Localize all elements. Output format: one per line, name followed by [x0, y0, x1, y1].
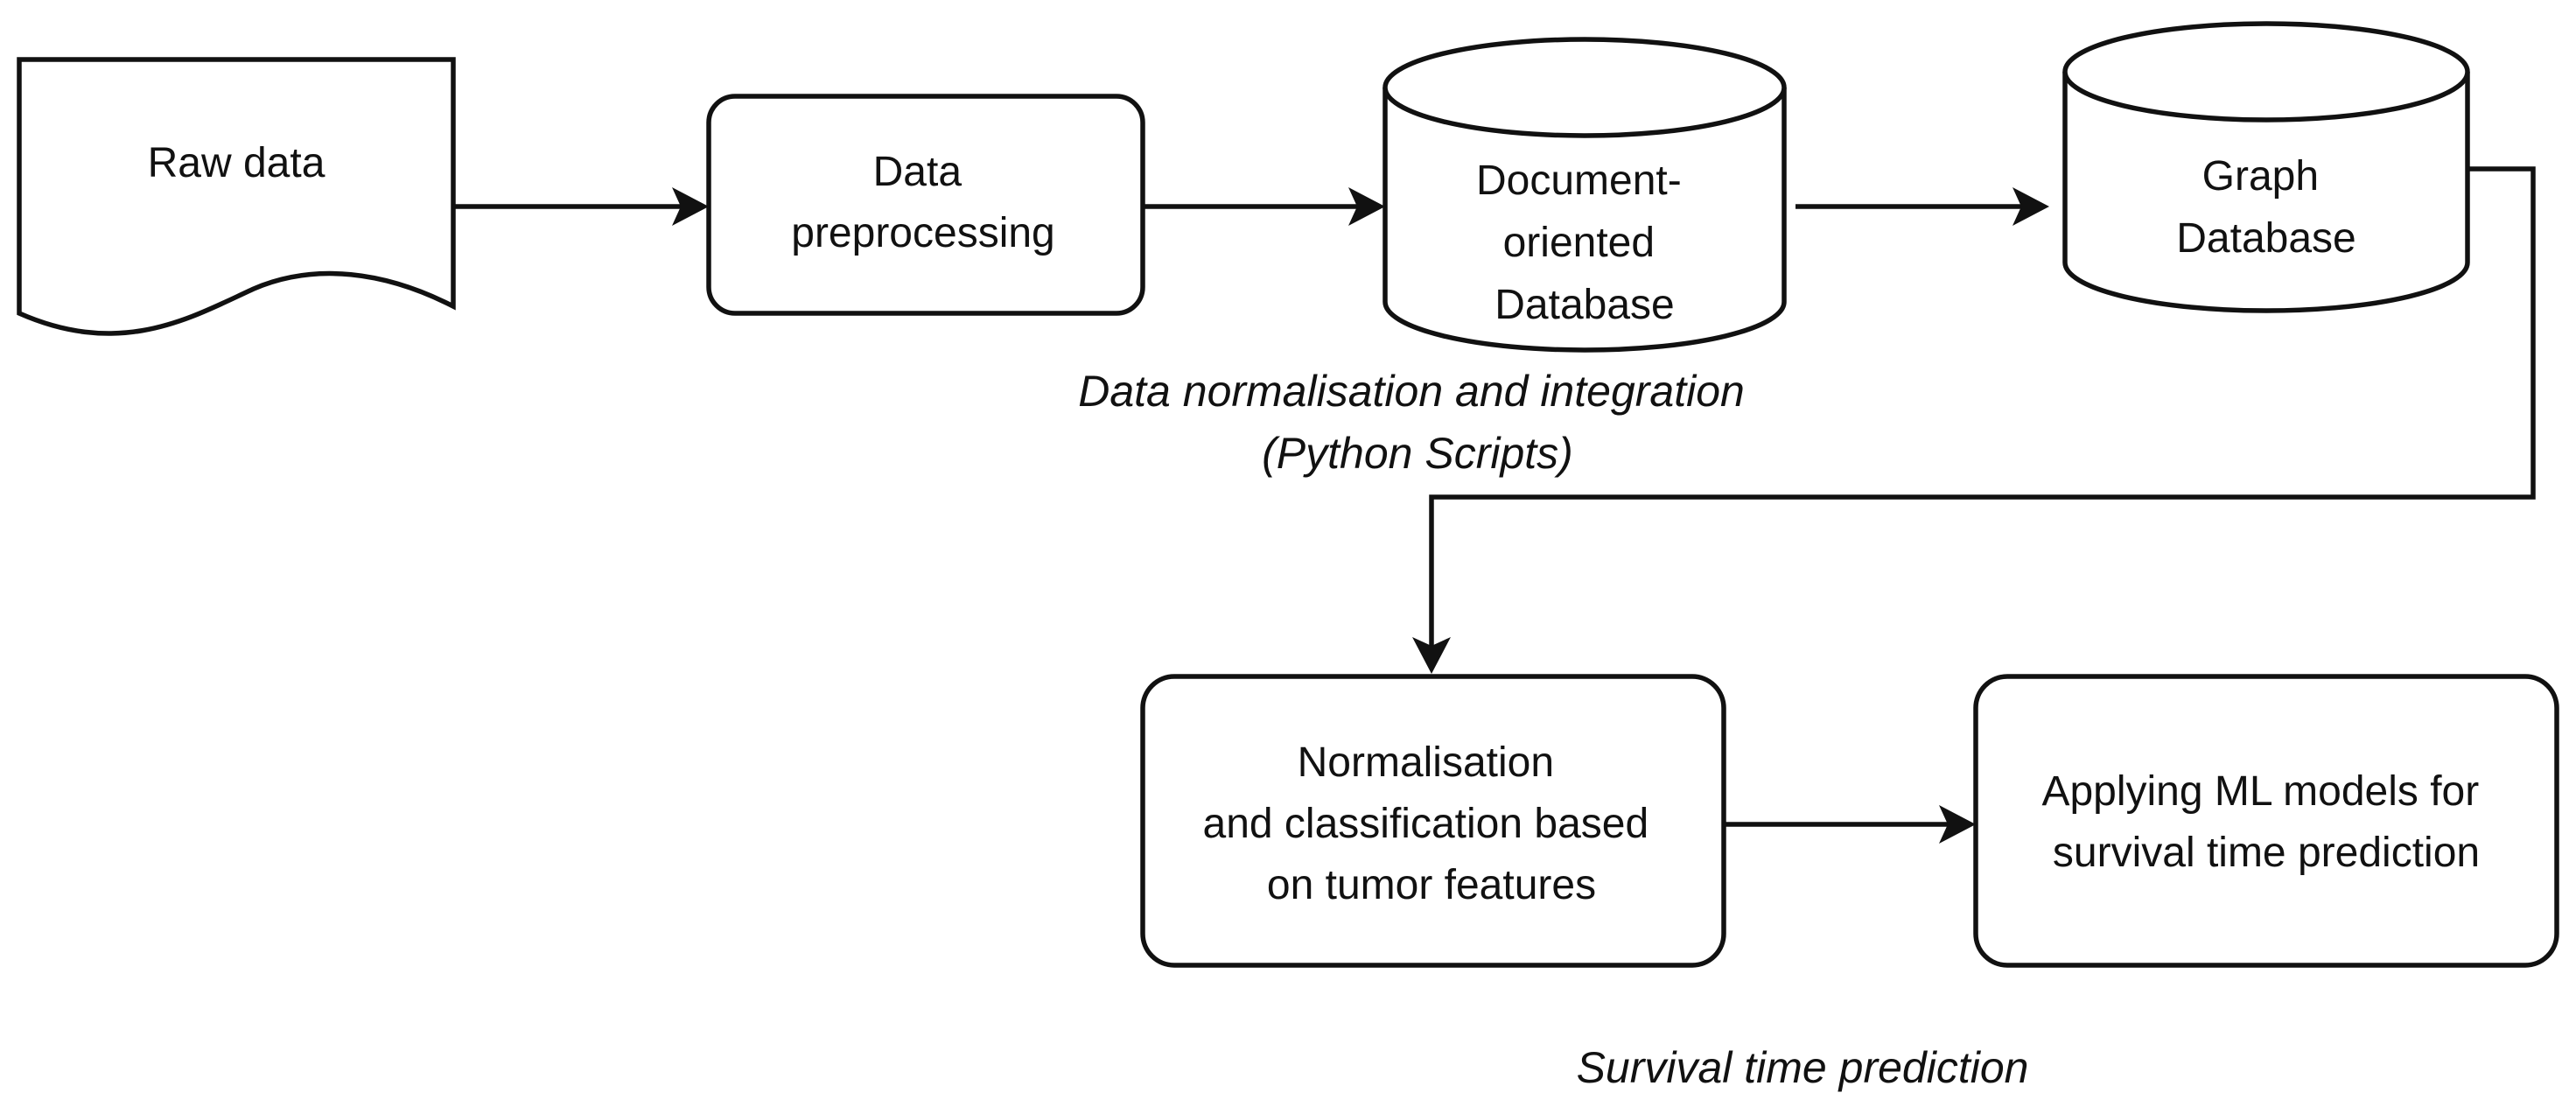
preprocessing-node: Data preprocessing: [706, 94, 1145, 316]
raw-data-node: Raw data: [17, 57, 456, 336]
raw-data-label: Raw data: [148, 140, 326, 186]
edge-raw-to-preprocessing: [453, 187, 709, 226]
edge-graph-db-to-normalisation: [1412, 166, 2536, 674]
integration-caption: Data normalisation and integration (Pyth…: [1078, 367, 1756, 478]
normalisation-label: Normalisation and classification based o…: [1203, 739, 1661, 908]
graph-db-node: Graph Database: [2062, 21, 2470, 313]
edge-document-db-to-graph-db: [1796, 187, 2049, 226]
document-db-label: Document- oriented Database: [1476, 158, 1693, 328]
prediction-caption: Survival time prediction: [1577, 1043, 2029, 1092]
document-db-node: Document- oriented Database: [1382, 37, 1787, 353]
normalisation-node: Normalisation and classification based o…: [1140, 674, 1726, 968]
graph-db-label: Graph Database: [2176, 153, 2356, 262]
ml-models-label: Applying ML models for survival time pre…: [2041, 768, 2490, 876]
edge-preprocessing-to-document-db: [1143, 187, 1385, 226]
preprocessing-label: Data preprocessing: [791, 149, 1055, 256]
edge-normalisation-to-ml-models: [1724, 805, 1976, 844]
ml-models-node: Applying ML models for survival time pre…: [1973, 674, 2559, 968]
